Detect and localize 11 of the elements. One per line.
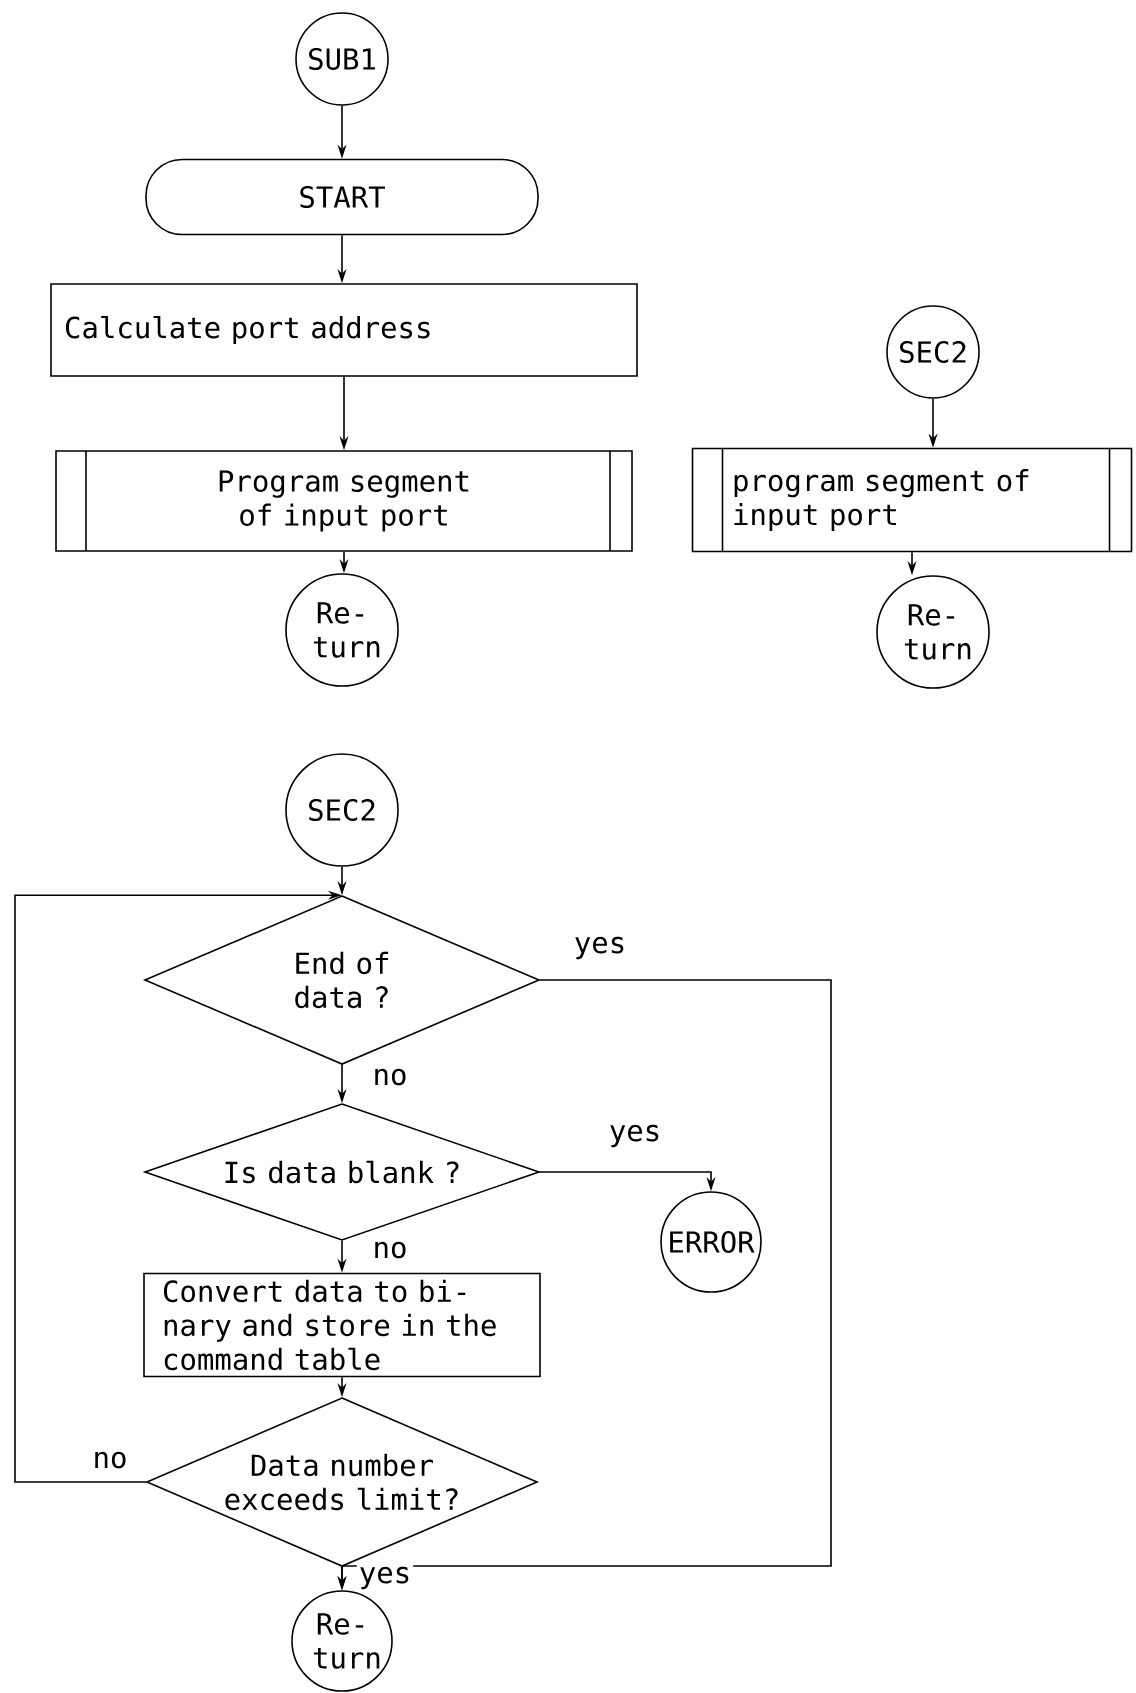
subroutine-box: Program segment of input port: [55, 450, 633, 552]
edge-label: no: [370, 1066, 410, 1088]
edge-label: no: [370, 1239, 410, 1261]
edge-label: yes: [571, 934, 629, 962]
process-box: Calculate port address: [50, 283, 638, 377]
process-box: Convert data to bi- nary and store in the command table: [143, 1272, 541, 1378]
edge-label: yes: [606, 1122, 664, 1150]
edge-label: yes: [356, 1564, 414, 1592]
subroutine-box: program segment of input port: [691, 447, 1133, 553]
terminal-box: START: [145, 158, 539, 236]
edge-label: no: [90, 1449, 130, 1471]
